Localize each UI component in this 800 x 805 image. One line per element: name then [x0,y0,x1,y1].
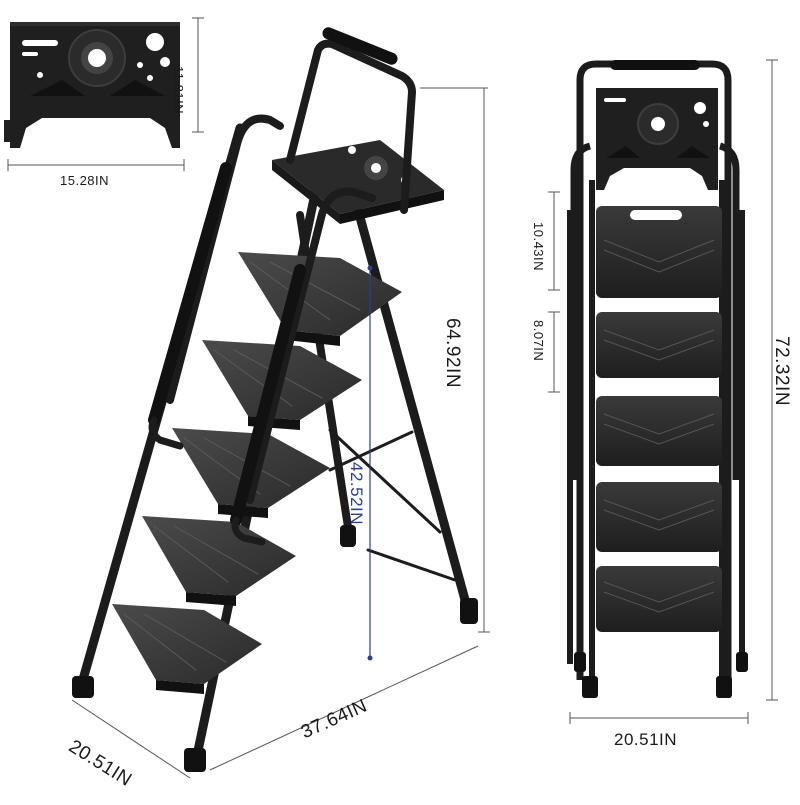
step-height-label: 42.52IN [347,462,366,526]
tray-width-label: 15.28IN [60,173,110,188]
front-width-label: 20.51IN [614,730,678,749]
tray-height-label: 11.81IN [171,66,186,115]
tray-detail [4,22,180,148]
ladder-side-view [72,27,478,772]
ladder-front-view [567,60,748,698]
step-gap-label: 8.07IN [531,320,546,362]
top-step-height-label: 10.43IN [531,222,546,272]
side-height-label: 64.92IN [442,318,463,389]
total-height-label: 72.32IN [771,336,792,407]
